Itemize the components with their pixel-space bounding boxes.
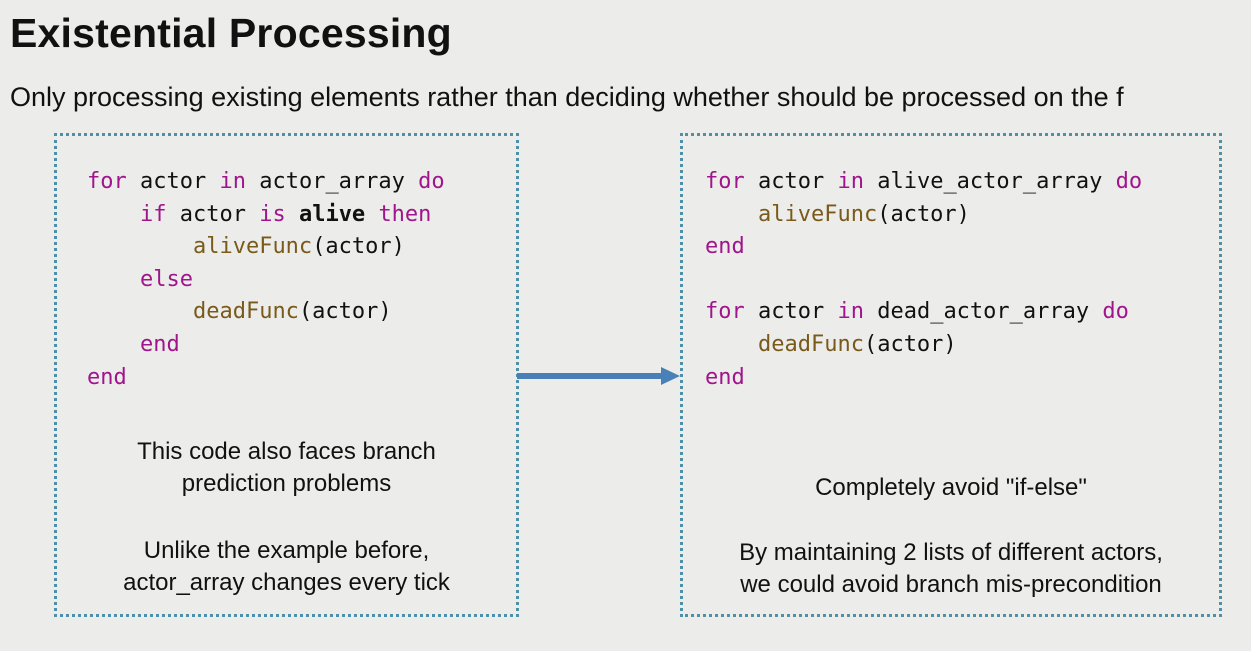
- code-function: deadFunc: [192, 299, 299, 325]
- code-text: (actor): [863, 331, 957, 357]
- code-text: actor_array: [245, 169, 419, 194]
- code-line: end: [87, 365, 127, 390]
- arrow-head: [661, 367, 680, 385]
- code-keyword: do: [1115, 169, 1143, 194]
- right-code-block: for actor in alive_actor_array do aliveF…: [705, 166, 1142, 394]
- arrow-right-icon: [517, 367, 680, 385]
- code-keyword: do: [418, 169, 445, 194]
- code-line: else: [87, 267, 193, 292]
- note-line: Unlike the example before,: [143, 537, 430, 564]
- code-keyword: end: [705, 364, 745, 390]
- code-keyword: for: [705, 299, 745, 325]
- code-keyword: end: [705, 234, 745, 260]
- code-text: [87, 332, 140, 357]
- code-text: alive_actor_array: [863, 169, 1116, 194]
- code-line: deadFunc(actor): [705, 332, 957, 357]
- code-line: for actor in actor_array do: [87, 169, 445, 194]
- code-text: [286, 202, 299, 227]
- code-line: end: [705, 365, 745, 390]
- code-text: actor: [126, 169, 220, 194]
- code-text: dead_actor_array: [863, 299, 1103, 325]
- code-keyword: then: [378, 201, 432, 227]
- slide-subtitle: Only processing existing elements rather…: [10, 82, 1124, 112]
- code-function: deadFunc: [757, 331, 864, 357]
- code-text: [87, 299, 193, 324]
- code-text: (actor): [877, 201, 970, 227]
- note-line: By maintaining 2 lists of different acto…: [739, 539, 1163, 566]
- left-code-block: for actor in actor_array do if actor is …: [87, 166, 445, 394]
- code-line: deadFunc(actor): [87, 299, 392, 324]
- code-keyword: for: [705, 169, 745, 194]
- note-line: actor_array changes every tick: [123, 569, 450, 596]
- left-code-panel: for actor in actor_array do if actor is …: [54, 133, 519, 617]
- code-keyword: in: [837, 299, 864, 325]
- note-line: This code also faces branch: [137, 438, 436, 465]
- code-line: end: [705, 234, 745, 259]
- right-note-avoid-if-else: Completely avoid "if-else": [683, 472, 1219, 504]
- code-keyword: for: [87, 169, 127, 194]
- code-text: alive: [298, 201, 366, 227]
- code-keyword: end: [139, 331, 180, 357]
- note-line: Completely avoid "if-else": [815, 474, 1087, 501]
- right-code-panel: for actor in alive_actor_array do aliveF…: [680, 133, 1222, 617]
- code-line: if actor is alive then: [87, 202, 431, 227]
- code-keyword: else: [139, 266, 193, 292]
- code-keyword: is: [259, 201, 286, 227]
- code-line: for actor in dead_actor_array do: [705, 299, 1129, 324]
- code-keyword: in: [837, 169, 864, 194]
- code-text: actor: [744, 299, 838, 325]
- code-function: aliveFunc: [757, 201, 878, 227]
- code-text: (actor): [298, 299, 392, 325]
- left-note-actor-array: Unlike the example before, actor_array c…: [57, 535, 516, 599]
- note-line: prediction problems: [181, 470, 392, 497]
- code-text: [365, 202, 378, 227]
- code-line: aliveFunc(actor): [87, 234, 405, 259]
- code-text: [87, 267, 140, 292]
- note-line: we could avoid branch mis-precondition: [740, 571, 1162, 598]
- arrow-shaft: [517, 373, 663, 379]
- code-line: end: [87, 332, 180, 357]
- slide-title: Existential Processing: [10, 10, 452, 56]
- code-text: (actor): [312, 234, 405, 260]
- code-function: aliveFunc: [192, 234, 313, 260]
- code-keyword: in: [219, 169, 246, 194]
- code-text: actor: [166, 201, 260, 227]
- code-keyword: if: [139, 201, 167, 227]
- code-line: for actor in alive_actor_array do: [705, 169, 1142, 194]
- code-text: [705, 332, 758, 357]
- code-text: [87, 234, 193, 259]
- code-keyword: do: [1102, 299, 1129, 325]
- right-note-two-lists: By maintaining 2 lists of different acto…: [683, 537, 1219, 601]
- code-line: aliveFunc(actor): [705, 202, 970, 227]
- left-note-branch-prediction: This code also faces branch prediction p…: [57, 436, 516, 500]
- code-text: [87, 202, 140, 227]
- code-text: actor: [744, 169, 838, 194]
- code-keyword: end: [87, 364, 127, 390]
- code-text: [705, 202, 758, 227]
